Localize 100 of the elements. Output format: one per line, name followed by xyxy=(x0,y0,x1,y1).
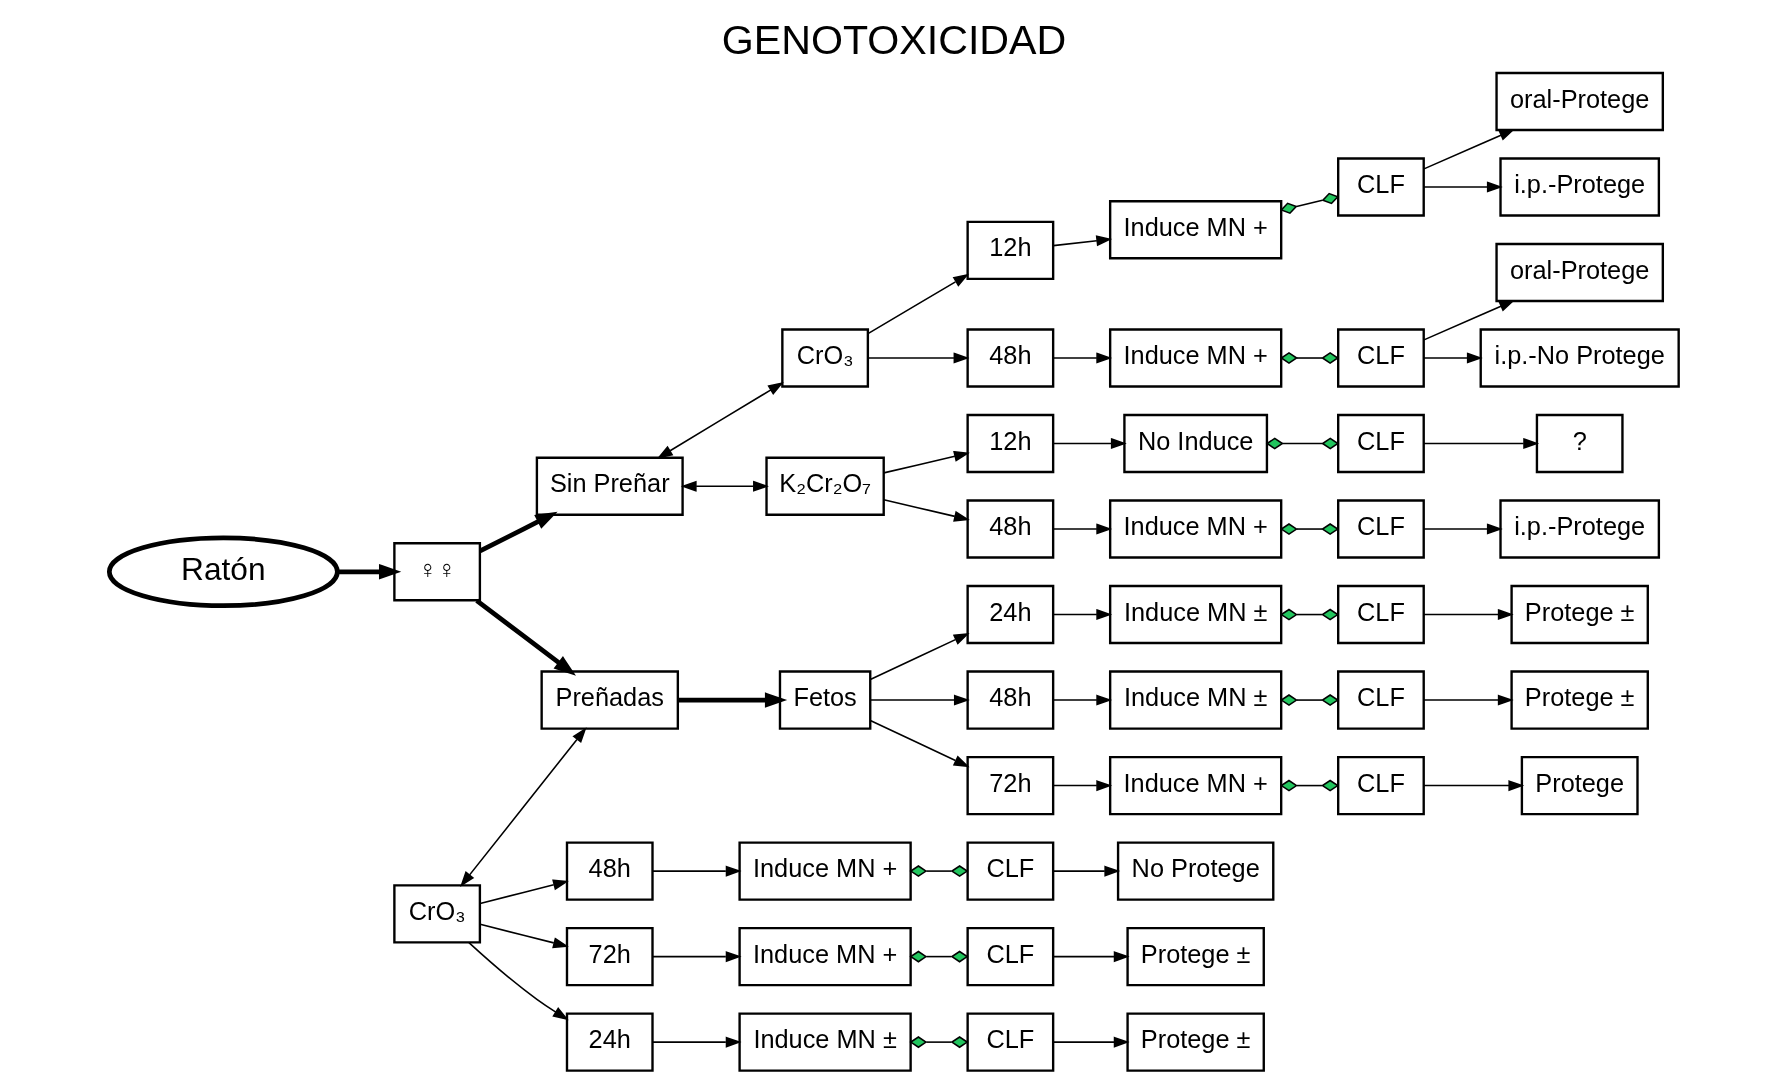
arrow xyxy=(460,727,587,887)
arrow xyxy=(1423,181,1503,193)
node-box: Preñadas xyxy=(540,670,680,730)
arrow xyxy=(651,865,742,877)
node-box: Induce MN + xyxy=(1108,200,1283,260)
node-box: oral-Protege xyxy=(1495,242,1664,303)
arrow xyxy=(1052,352,1113,364)
arrow xyxy=(1423,523,1503,535)
arrow xyxy=(1423,609,1514,621)
node-box: No Protege xyxy=(1116,841,1275,901)
node-box: 48h xyxy=(966,499,1055,559)
node-box: CLF xyxy=(1337,328,1425,388)
connector xyxy=(1279,779,1340,792)
arrow xyxy=(1423,352,1483,364)
connector xyxy=(909,1036,969,1049)
node-box: Fetos xyxy=(778,670,872,730)
diagram-title: GENOTOXICIDAD xyxy=(721,16,1067,63)
arrow xyxy=(656,382,784,459)
arrow xyxy=(677,692,788,708)
arrow xyxy=(1052,437,1127,450)
arrow xyxy=(867,352,970,364)
node-ellipse: Ratón xyxy=(106,535,340,609)
node-box: 48h xyxy=(966,670,1055,730)
node-box: i.p.-No Protege xyxy=(1479,328,1680,388)
arrow xyxy=(680,480,769,492)
arrow xyxy=(1423,129,1516,170)
connector xyxy=(1279,694,1340,707)
node-box: 24h xyxy=(966,584,1055,645)
node-box: Induce MN + xyxy=(1108,755,1283,816)
node-box: Protege ± xyxy=(1126,926,1265,987)
node-box: Protege ± xyxy=(1510,584,1649,645)
arrow xyxy=(1052,1036,1130,1048)
node-box: oral-Protege xyxy=(1495,71,1664,132)
node-box: 12h xyxy=(966,413,1055,474)
node-box: Protege ± xyxy=(1510,670,1649,730)
arrow xyxy=(1052,523,1113,535)
node-box: Induce MN + xyxy=(1108,499,1283,559)
node-box: Induce MN + xyxy=(738,841,912,901)
node-box: 48h xyxy=(565,841,654,901)
arrow xyxy=(1052,609,1113,621)
node-box: 72h xyxy=(966,755,1055,816)
arrow xyxy=(883,498,970,522)
arrow xyxy=(1423,437,1540,450)
node-box: Induce MN ± xyxy=(1108,670,1283,730)
arrow xyxy=(475,598,576,676)
node-box: Protege xyxy=(1520,755,1639,816)
arrow xyxy=(479,879,569,905)
arrow xyxy=(651,951,742,963)
arrow xyxy=(468,941,569,1021)
node-box: 48h xyxy=(966,328,1055,388)
node-box: Induce MN + xyxy=(738,926,912,987)
arrow xyxy=(1052,694,1113,706)
node-box: 12h xyxy=(966,220,1055,280)
arrow xyxy=(479,511,558,553)
connector xyxy=(1265,437,1340,450)
node-box: CrO₃ xyxy=(781,328,870,388)
node-box: Protege ± xyxy=(1126,1012,1265,1072)
connector xyxy=(1279,352,1340,365)
node-box: CLF xyxy=(1337,499,1425,559)
node-box: Induce MN ± xyxy=(738,1012,912,1072)
node-box: Induce MN ± xyxy=(1108,584,1283,645)
arrow xyxy=(869,694,970,706)
connector xyxy=(909,865,969,878)
connector xyxy=(1279,523,1340,536)
node-box: K₂Cr₂O₇ xyxy=(765,456,885,516)
node-box: i.p.-Protege xyxy=(1499,499,1661,559)
node-box: CrO₃ xyxy=(393,884,482,944)
connector xyxy=(1280,192,1340,215)
node-box: 24h xyxy=(565,1012,654,1072)
node-box: CLF xyxy=(1337,755,1425,816)
node-box: CLF xyxy=(1337,584,1425,645)
arrow xyxy=(479,923,569,949)
connector xyxy=(1279,608,1340,621)
node-box: CLF xyxy=(1337,670,1425,730)
node-box: Induce MN + xyxy=(1108,328,1283,388)
arrow xyxy=(867,273,970,335)
connector xyxy=(909,950,969,963)
arrow xyxy=(1052,235,1113,247)
arrow xyxy=(883,450,970,474)
arrow xyxy=(1423,780,1525,792)
node-box: No Induce xyxy=(1123,413,1269,474)
arrow xyxy=(337,564,402,580)
arrow xyxy=(1052,951,1130,963)
arrow xyxy=(1052,780,1113,792)
node-box: CLF xyxy=(966,926,1055,987)
arrow xyxy=(1423,694,1514,706)
node-box: CLF xyxy=(966,1012,1055,1072)
node-box: i.p.-Protege xyxy=(1499,157,1661,217)
arrow xyxy=(1052,865,1121,877)
node-box: CLF xyxy=(1337,157,1425,217)
arrow xyxy=(869,632,970,681)
node-box: ? xyxy=(1535,413,1624,474)
node-box: CLF xyxy=(966,841,1055,901)
node-box: Sin Preñar xyxy=(535,456,684,516)
arrow xyxy=(869,719,970,768)
arrow xyxy=(651,1036,742,1048)
node-box: CLF xyxy=(1337,413,1425,474)
node-box: 72h xyxy=(565,926,654,987)
node-box: ♀♀ xyxy=(393,542,482,602)
arrow xyxy=(1423,300,1516,341)
